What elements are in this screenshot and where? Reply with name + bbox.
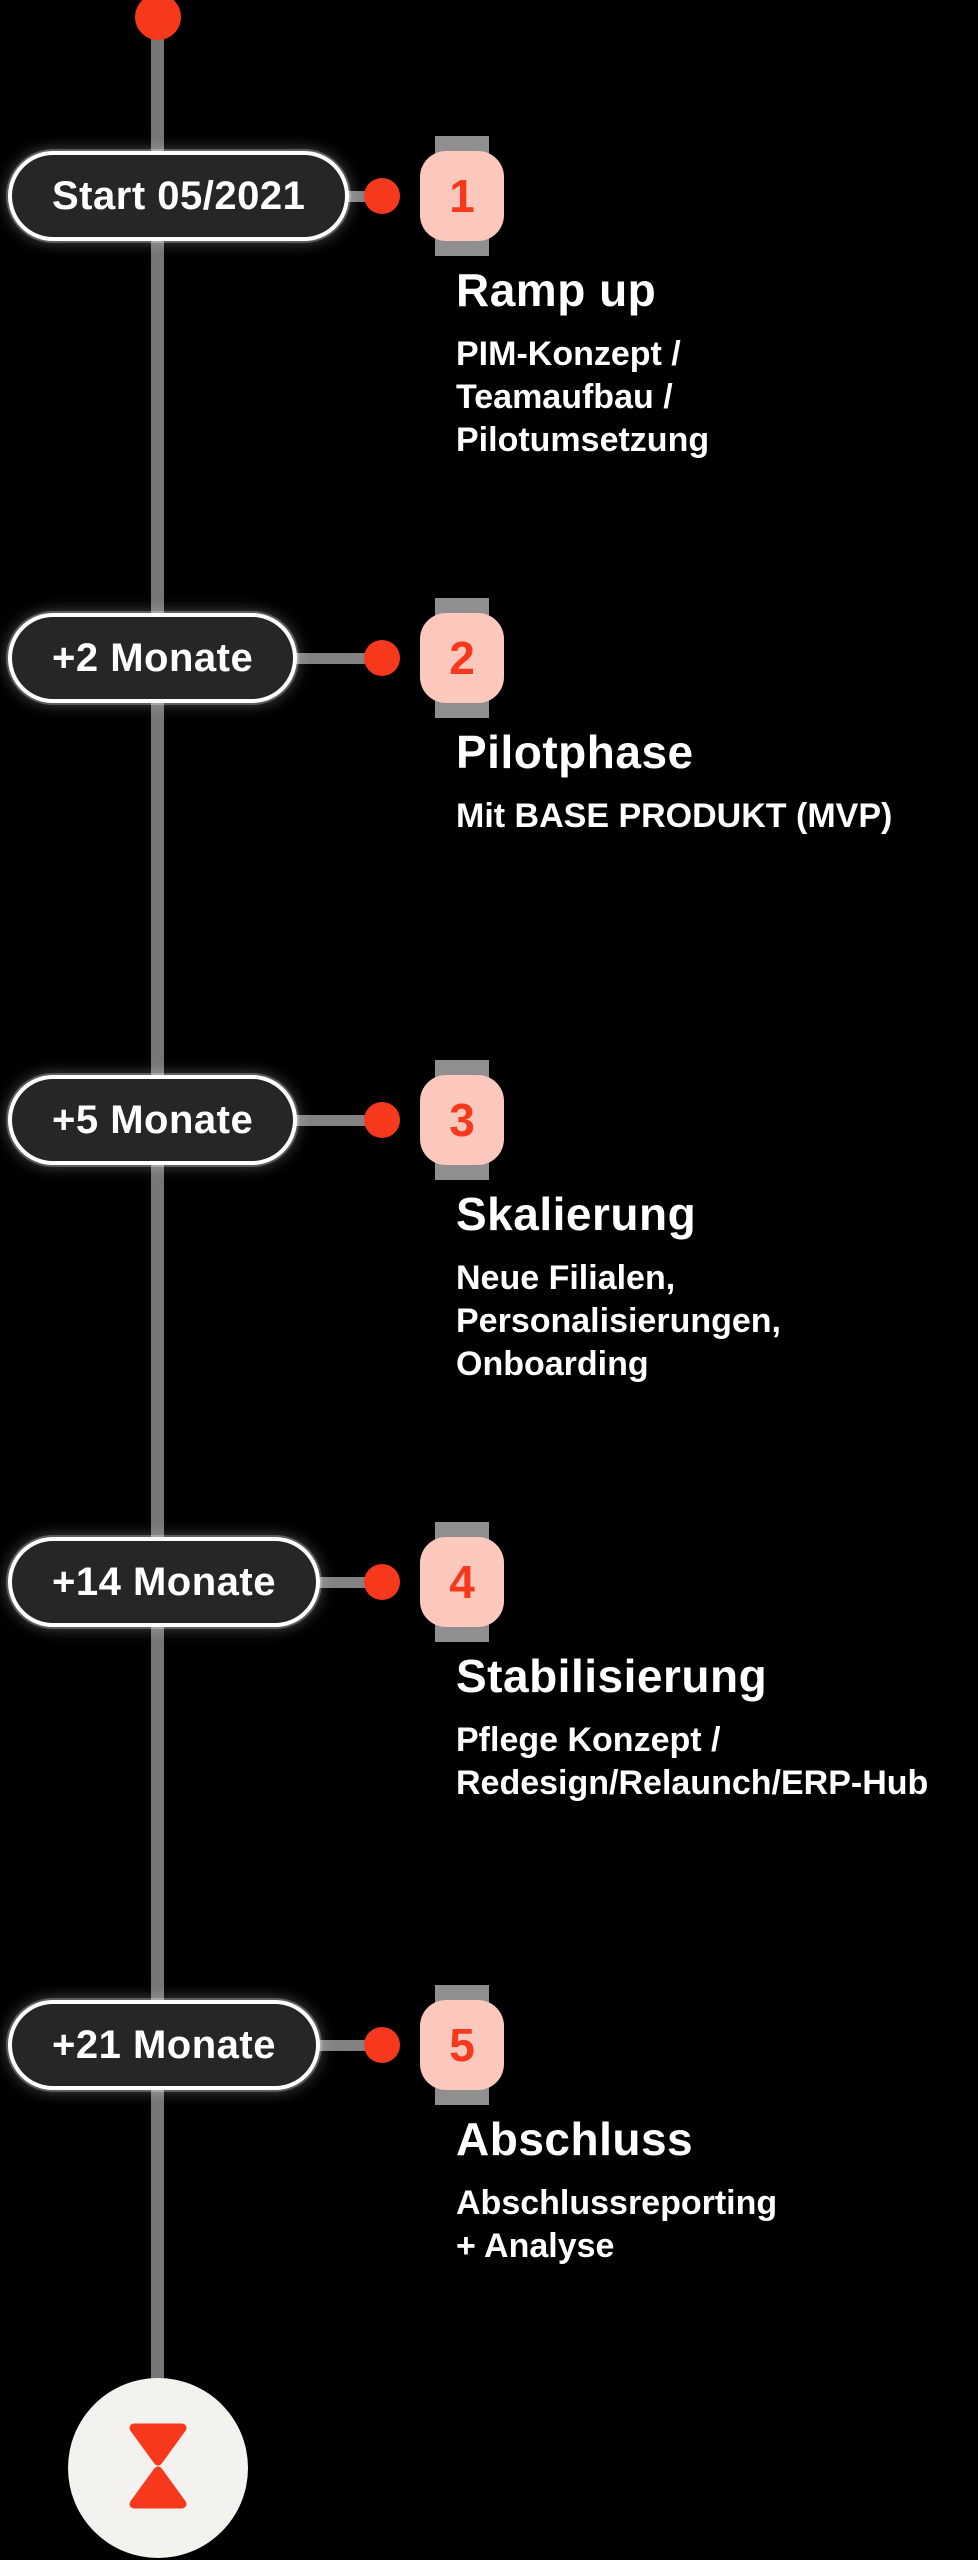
step-number: 2 bbox=[449, 632, 475, 684]
milestone-pill: +2 Monate bbox=[8, 613, 298, 703]
step-content: Abschluss Abschlussreporting + Analyse bbox=[456, 2112, 777, 2268]
step-number: 3 bbox=[449, 1094, 475, 1146]
step-description: Abschlussreporting + Analyse bbox=[456, 2182, 777, 2268]
timeline-step-1: Start 05/2021 1 Ramp up PIM-Konzept / Te… bbox=[0, 136, 978, 481]
timeline-line bbox=[151, 0, 164, 2400]
step-title: Pilotphase bbox=[456, 726, 694, 778]
milestone-pill: Start 05/2021 bbox=[8, 151, 350, 241]
milestone-pill-label: +2 Monate bbox=[52, 635, 254, 680]
step-description: PIM-Konzept / Teamaufbau / Pilotumsetzun… bbox=[456, 333, 709, 463]
step-content: Skalierung Neue Filialen, Personalisieru… bbox=[456, 1187, 781, 1387]
step-content: Pilotphase Mit BASE PRODUKT (MVP) bbox=[456, 725, 892, 838]
timeline-step-5: +21 Monate 5 Abschluss Abschlussreportin… bbox=[0, 1985, 978, 2330]
desc-line: Abschlussreporting bbox=[456, 2184, 778, 2222]
desc-line: Pilotumsetzung bbox=[456, 421, 710, 460]
step-number: 1 bbox=[449, 170, 475, 222]
connector-dot bbox=[364, 1564, 400, 1600]
step-title: Abschluss bbox=[456, 2113, 694, 2165]
step-title: Ramp up bbox=[456, 264, 657, 316]
timeline-start-dot bbox=[135, 0, 181, 40]
step-number-badge: 2 bbox=[420, 613, 504, 703]
desc-line: Personalisierungen, bbox=[456, 1302, 781, 1341]
timeline-step-4: +14 Monate 4 Stabilisierung Pflege Konze… bbox=[0, 1522, 978, 1867]
step-description: Mit BASE PRODUKT (MVP) bbox=[456, 795, 892, 838]
desc-line: Neue Filialen, bbox=[456, 1259, 676, 1297]
step-number-badge: 4 bbox=[420, 1537, 504, 1627]
connector-line bbox=[250, 653, 385, 664]
step-title: Stabilisierung bbox=[456, 1650, 768, 1702]
timeline-end-marker bbox=[68, 2378, 248, 2558]
connector-dot bbox=[364, 2027, 400, 2063]
step-number-badge: 1 bbox=[420, 151, 504, 241]
milestone-pill: +21 Monate bbox=[8, 2000, 320, 2090]
timeline-step-2: +2 Monate 2 Pilotphase Mit BASE PRODUKT … bbox=[0, 598, 978, 943]
desc-line: Pflege Konzept / bbox=[456, 1721, 721, 1759]
step-number-badge: 3 bbox=[420, 1075, 504, 1165]
milestone-pill-label: +5 Monate bbox=[52, 1097, 254, 1142]
connector-line bbox=[250, 1115, 385, 1126]
step-number-badge: 5 bbox=[420, 2000, 504, 2090]
step-number: 5 bbox=[449, 2019, 475, 2071]
timeline-step-3: +5 Monate 3 Skalierung Neue Filialen, Pe… bbox=[0, 1060, 978, 1405]
step-description: Pflege Konzept / Redesign/Relaunch/ERP-H… bbox=[456, 1719, 928, 1805]
step-content: Stabilisierung Pflege Konzept / Redesign… bbox=[456, 1649, 928, 1805]
milestone-pill: +5 Monate bbox=[8, 1075, 298, 1165]
step-content: Ramp up PIM-Konzept / Teamaufbau / Pilot… bbox=[456, 263, 709, 463]
connector-dot bbox=[364, 640, 400, 676]
desc-line: Mit BASE PRODUKT (MVP) bbox=[456, 797, 893, 835]
milestone-pill: +14 Monate bbox=[8, 1537, 320, 1627]
step-title: Skalierung bbox=[456, 1188, 697, 1240]
milestone-pill-label: +14 Monate bbox=[52, 1559, 276, 1604]
desc-line: Redesign/Relaunch/ERP-Hub bbox=[456, 1764, 929, 1803]
desc-line: PIM-Konzept / bbox=[456, 335, 681, 373]
connector-dot bbox=[364, 178, 400, 214]
milestone-pill-label: Start 05/2021 bbox=[52, 173, 306, 218]
step-description: Neue Filialen, Personalisierungen, Onboa… bbox=[456, 1257, 781, 1387]
desc-line: Teamaufbau / bbox=[456, 378, 673, 417]
hourglass-icon bbox=[129, 2423, 187, 2514]
step-number: 4 bbox=[449, 1556, 475, 1608]
milestone-pill-label: +21 Monate bbox=[52, 2022, 276, 2067]
desc-line: Onboarding bbox=[456, 1345, 649, 1384]
desc-line: + Analyse bbox=[456, 2227, 615, 2266]
connector-dot bbox=[364, 1102, 400, 1138]
